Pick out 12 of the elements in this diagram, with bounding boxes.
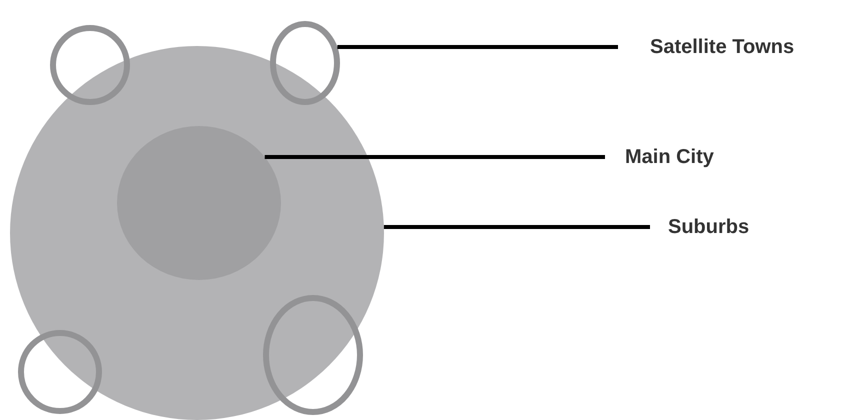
town-ring: [50, 25, 130, 105]
place-label: Main City: [605, 145, 714, 169]
suburbs-circle: [10, 46, 384, 420]
town-ring: [18, 330, 102, 414]
place-label: Satellite Towns: [618, 35, 794, 59]
leader-line: [264, 155, 605, 159]
town-ring: [263, 295, 363, 415]
leader-line: [384, 225, 650, 229]
leader-line: [337, 45, 618, 49]
town-ring: [270, 21, 340, 105]
city-circle: [117, 126, 281, 280]
place-label: Suburbs: [650, 215, 750, 239]
